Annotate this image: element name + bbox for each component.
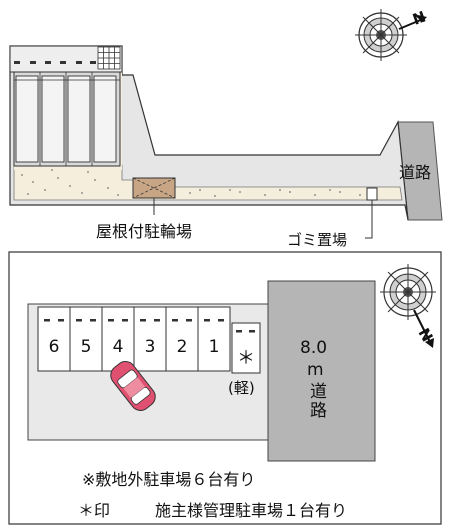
bottom-road [267, 280, 376, 462]
light-stall-label: (軽) [228, 379, 255, 397]
car-icon [110, 361, 156, 411]
garbage-label: ゴミ置場 [287, 231, 348, 249]
north-arrow-compass-icon [355, 9, 427, 61]
top-road-label: 道路 [399, 163, 432, 182]
stall-number: 6 [48, 337, 60, 357]
north-arrow-compass-icon-2 [380, 264, 436, 348]
stall-number: 5 [80, 337, 92, 357]
building [13, 69, 121, 167]
road-width-label: 8.0 [300, 338, 328, 358]
ground-speckles [21, 169, 361, 197]
building-details [14, 61, 96, 64]
parking-stalls [37, 306, 261, 374]
light-stall-mark: ＊ [237, 348, 255, 369]
road-width-unit: m [307, 360, 324, 380]
bottom-road-label: 道路 [306, 382, 326, 420]
stair-grid [97, 46, 121, 70]
stall-number: 1 [208, 337, 220, 357]
site-top-map: N [9, 8, 443, 239]
stall-number: 3 [144, 337, 156, 357]
note-line-2-text: 施主様管理駐車場１台有り [155, 501, 348, 520]
note-line-2-mark: ＊印 [78, 501, 111, 520]
svg-text:N: N [410, 8, 428, 29]
note-line-1: ※敷地外駐車場６台有り [82, 470, 256, 489]
stall-number: 4 [112, 337, 124, 357]
wheel-stops [44, 319, 255, 333]
bicycle-parking-label: 屋根付駐輪場 [96, 222, 193, 241]
stall-number: 2 [176, 337, 188, 357]
